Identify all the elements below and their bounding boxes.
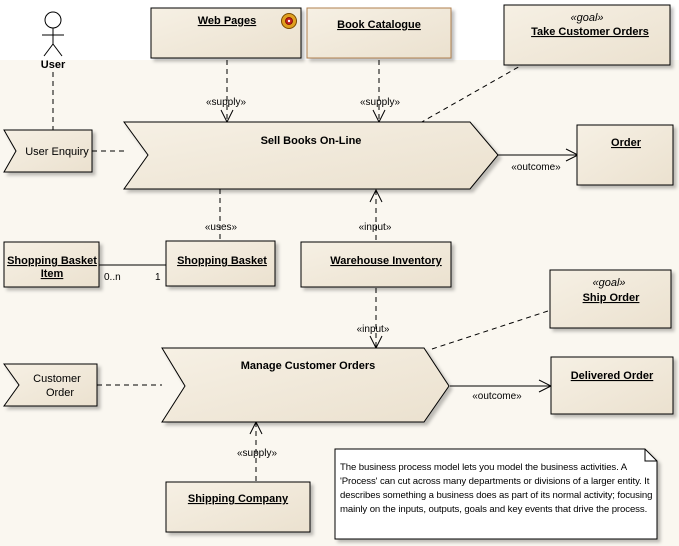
actor-leg-left (43, 43, 54, 57)
shopping-basket-item-line1: Shopping Basket (7, 255, 97, 267)
label-supply-shipping: «supply» (237, 448, 277, 459)
shipping-company-title: Shipping Company (188, 493, 289, 505)
warehouse-inventory-title: Warehouse Inventory (330, 255, 442, 267)
ship-order-goal-node[interactable]: «goal» Ship Order (549, 269, 672, 329)
shopping-basket-title: Shopping Basket (177, 255, 267, 267)
label-mult-item: 0..n (104, 272, 121, 283)
shopping-basket-item-line2: Item (41, 268, 64, 280)
label-supply-catalogue: «supply» (360, 97, 400, 108)
label-mult-basket: 1 (155, 272, 161, 283)
label-input-warehouse-sell: «input» (359, 222, 392, 233)
order-title: Order (611, 137, 642, 149)
customer-order-event[interactable]: Customer Order (3, 363, 98, 407)
book-catalogue-title: Book Catalogue (337, 19, 421, 31)
label-outcome-order: «outcome» (511, 162, 561, 173)
edge-input-warehouse-sell-arrow (369, 188, 383, 203)
ship-order-goal-stereotype: «goal» (592, 277, 625, 289)
note-fold-corner (644, 449, 657, 462)
label-supply-web: «supply» (206, 97, 246, 108)
manage-orders-title: Manage Customer Orders (241, 360, 375, 372)
book-catalogue-node[interactable]: Book Catalogue (306, 7, 452, 59)
customer-order-line1: Customer (33, 373, 81, 385)
take-orders-goal-stereotype: «goal» (570, 12, 603, 24)
web-pages-node[interactable]: Web Pages (150, 7, 302, 59)
user-enquiry-title: User Enquiry (25, 146, 89, 158)
note-text: The business process model lets you mode… (340, 462, 653, 515)
resource-gear-icon (281, 13, 297, 29)
order-node[interactable]: Order (576, 124, 674, 186)
sell-books-process[interactable]: Sell Books On-Line (123, 121, 499, 190)
shipping-company-node[interactable]: Shipping Company (165, 481, 311, 533)
web-pages-title: Web Pages (198, 15, 257, 27)
user-actor[interactable] (42, 11, 64, 57)
ship-order-goal-title: Ship Order (583, 292, 641, 304)
edge-goal-ship-order[interactable] (431, 309, 552, 350)
label-outcome-delivered: «outcome» (472, 391, 522, 402)
take-orders-goal-node[interactable]: «goal» Take Customer Orders (503, 4, 671, 66)
take-orders-goal-title: Take Customer Orders (531, 26, 649, 38)
label-input-warehouse-manage: «input» (357, 324, 390, 335)
actor-leg-right (52, 43, 63, 57)
edge-goal-take-orders[interactable] (419, 64, 523, 124)
label-uses-basket: «uses» (205, 222, 238, 233)
delivered-order-title: Delivered Order (571, 370, 654, 382)
warehouse-inventory-node[interactable]: Warehouse Inventory (300, 241, 452, 288)
sell-books-title: Sell Books On-Line (261, 135, 362, 147)
user-enquiry-event[interactable]: User Enquiry (3, 129, 93, 173)
manage-orders-process[interactable]: Manage Customer Orders (161, 347, 450, 423)
delivered-order-node[interactable]: Delivered Order (550, 356, 674, 415)
customer-order-line2: Order (46, 387, 74, 399)
shopping-basket-node[interactable]: Shopping Basket (165, 240, 276, 287)
note-box[interactable] (334, 448, 658, 540)
actor-head-icon (44, 11, 62, 29)
shopping-basket-item-node[interactable]: Shopping Basket Item (3, 241, 100, 288)
user-label: User (41, 59, 66, 71)
